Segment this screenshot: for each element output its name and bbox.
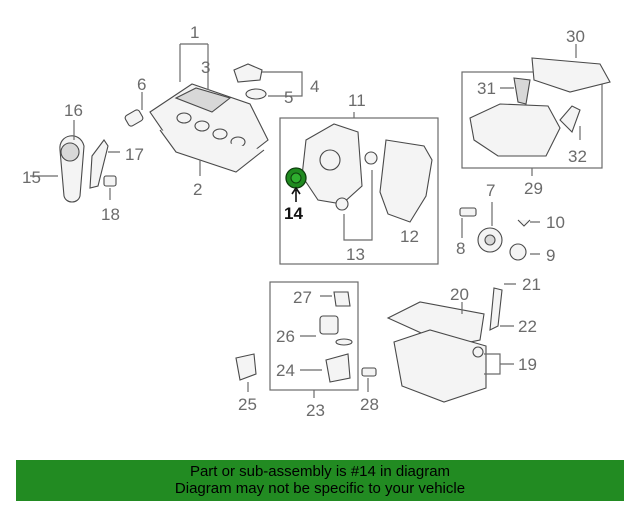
callout-7: 7 xyxy=(486,181,495,200)
callout-5: 5 xyxy=(284,88,293,107)
highlighted-part-14 xyxy=(285,167,307,202)
callout-6: 6 xyxy=(137,75,146,94)
callout-12: 12 xyxy=(400,227,419,246)
notice-line-1: Part or sub-assembly is #14 in diagram xyxy=(189,463,451,480)
callout-26: 26 xyxy=(276,327,295,346)
oil-filter-group xyxy=(300,291,353,398)
crank-pulley-group xyxy=(459,202,540,261)
callout-24: 24 xyxy=(276,361,295,380)
callout-23: 23 xyxy=(306,401,325,420)
sensor-6 xyxy=(124,92,144,127)
callout-4: 4 xyxy=(310,77,319,96)
callout-3: 3 xyxy=(201,58,210,77)
callout-15: 15 xyxy=(22,168,41,187)
callout-31: 31 xyxy=(477,79,496,98)
oil-cap-group xyxy=(233,63,303,100)
bracket-and-sensor xyxy=(235,353,377,392)
callout-32: 32 xyxy=(568,147,587,166)
box-11 xyxy=(279,117,439,265)
callout-27: 27 xyxy=(293,288,312,307)
callout-29: 29 xyxy=(524,179,543,198)
callout-30: 30 xyxy=(566,27,585,46)
valve-cover-group xyxy=(149,43,269,176)
callout-8: 8 xyxy=(456,239,465,258)
callout-22: 22 xyxy=(518,317,537,336)
diagram-notice-banner: Part or sub-assembly is #14 in diagram D… xyxy=(16,460,624,501)
callout-25: 25 xyxy=(238,395,257,414)
notice-line-2: Diagram may not be specific to your vehi… xyxy=(174,480,466,497)
callout-11: 11 xyxy=(348,91,366,110)
callout-13: 13 xyxy=(346,245,365,264)
timing-group xyxy=(30,120,120,203)
parts-diagram: 1 3 2 4 5 6 16 15 17 18 11 13 12 xyxy=(22,23,611,420)
callout-16: 16 xyxy=(64,101,83,120)
callout-19: 19 xyxy=(518,355,537,374)
callout-14: 14 xyxy=(284,204,303,223)
callout-17: 17 xyxy=(125,145,144,164)
timing-cover-group xyxy=(301,112,433,241)
callout-18: 18 xyxy=(101,205,120,224)
callout-10: 10 xyxy=(546,213,565,232)
intake-manifold-group xyxy=(469,44,611,176)
callout-9: 9 xyxy=(546,246,555,265)
callout-20: 20 xyxy=(450,285,469,304)
callout-21: 21 xyxy=(522,275,541,294)
oil-pan-group xyxy=(386,283,516,403)
callout-1: 1 xyxy=(190,23,199,42)
callout-28: 28 xyxy=(360,395,379,414)
callout-2: 2 xyxy=(193,180,202,199)
